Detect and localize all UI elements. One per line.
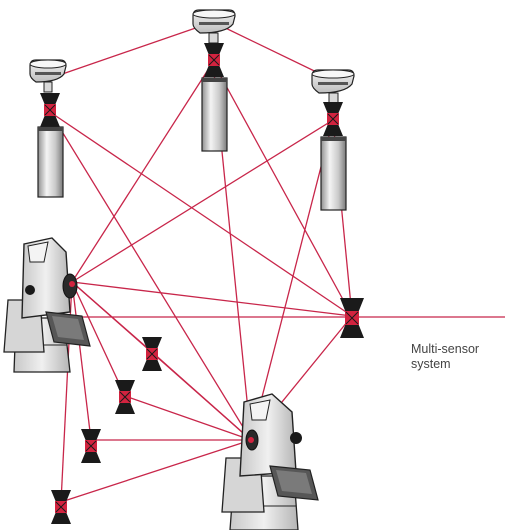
sightline	[124, 395, 252, 441]
gnss-pillar-center	[192, 9, 236, 152]
survey-prism-icon	[323, 102, 343, 136]
sightline	[71, 281, 126, 397]
gnss-antenna-icon	[311, 69, 355, 104]
sightline	[212, 21, 334, 81]
total-station-icon-right	[221, 393, 319, 530]
sightline	[44, 21, 214, 81]
sightline	[71, 281, 92, 441]
gnss-antenna-icon	[192, 9, 236, 44]
sightline	[71, 281, 353, 317]
survey-prism-icon	[142, 337, 162, 371]
sightline	[49, 111, 252, 441]
survey-prism-icon	[40, 93, 60, 127]
sightline	[250, 119, 334, 441]
caption-line-2: system	[411, 357, 451, 371]
multi-sensor-caption: Multi-sensor system	[411, 342, 479, 372]
survey-prism-icon	[204, 43, 224, 77]
sightline	[49, 111, 353, 317]
gnss-pillar-right	[311, 69, 355, 211]
survey-prism-icon	[115, 380, 135, 414]
sightline	[71, 61, 214, 283]
sightline	[71, 281, 252, 441]
sightline	[212, 61, 353, 317]
sightline	[60, 439, 252, 503]
gnss-antenna-icon	[29, 59, 67, 93]
survey-prism-icon	[81, 429, 101, 463]
caption-line-1: Multi-sensor	[411, 342, 480, 356]
sightline	[71, 119, 334, 283]
gnss-pillar-left	[29, 59, 67, 198]
multi-sensor-prism	[340, 298, 364, 338]
survey-prism-icon	[51, 490, 71, 524]
total-station-icon-left	[3, 237, 91, 373]
